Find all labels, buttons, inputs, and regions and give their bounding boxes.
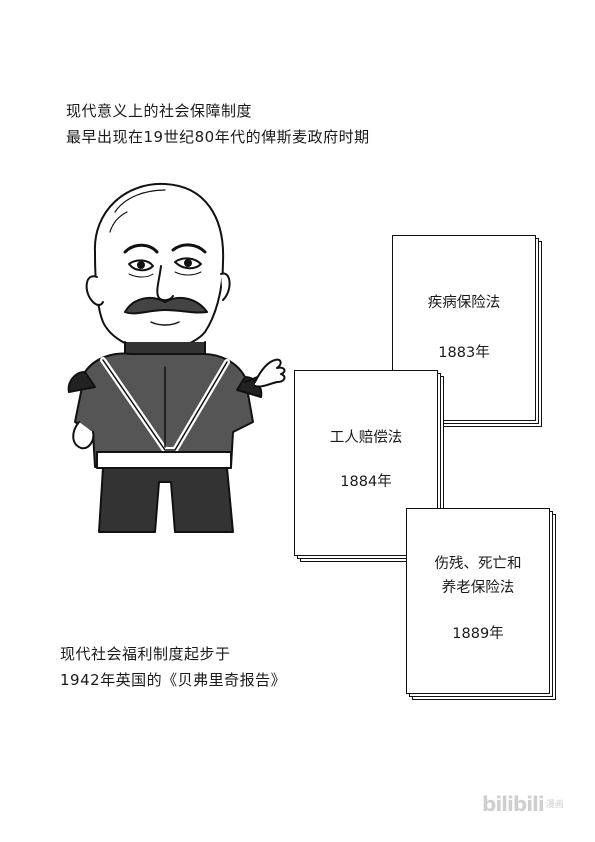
document-title-line1: 伤残、死亡和 [434,556,522,572]
document-year: 1884年 [340,474,392,490]
watermark-logo: bilibili [482,792,545,816]
conclusion-caption-line2: 1942年英国的《贝弗里奇报告》 [60,671,287,689]
conclusion-caption: 现代社会福利制度起步于 1942年英国的《贝弗里奇报告》 [60,641,286,693]
intro-caption-line1: 现代意义上的社会保障制度 [66,102,253,120]
document-card-1: 疾病保险法 1883年 [392,235,536,421]
watermark-sub: 漫画 [545,800,564,810]
document-year: 1889年 [452,626,504,642]
bismarck-caricature-icon [67,182,286,533]
document-stack-3: 伤残、死亡和 养老保险法 1889年 [406,508,558,703]
document-title: 工人赔偿法 [329,430,403,446]
intro-caption-line2: 最早出现在19世纪80年代的俾斯麦政府时期 [66,128,370,146]
document-title: 疾病保险法 [427,295,501,311]
intro-caption: 现代意义上的社会保障制度 最早出现在19世纪80年代的俾斯麦政府时期 [66,98,370,150]
document-year: 1883年 [438,345,490,361]
document-title-line2: 养老保险法 [441,580,515,596]
document-card-3: 伤残、死亡和 养老保险法 1889年 [406,508,550,694]
conclusion-caption-line1: 现代社会福利制度起步于 [60,645,231,663]
